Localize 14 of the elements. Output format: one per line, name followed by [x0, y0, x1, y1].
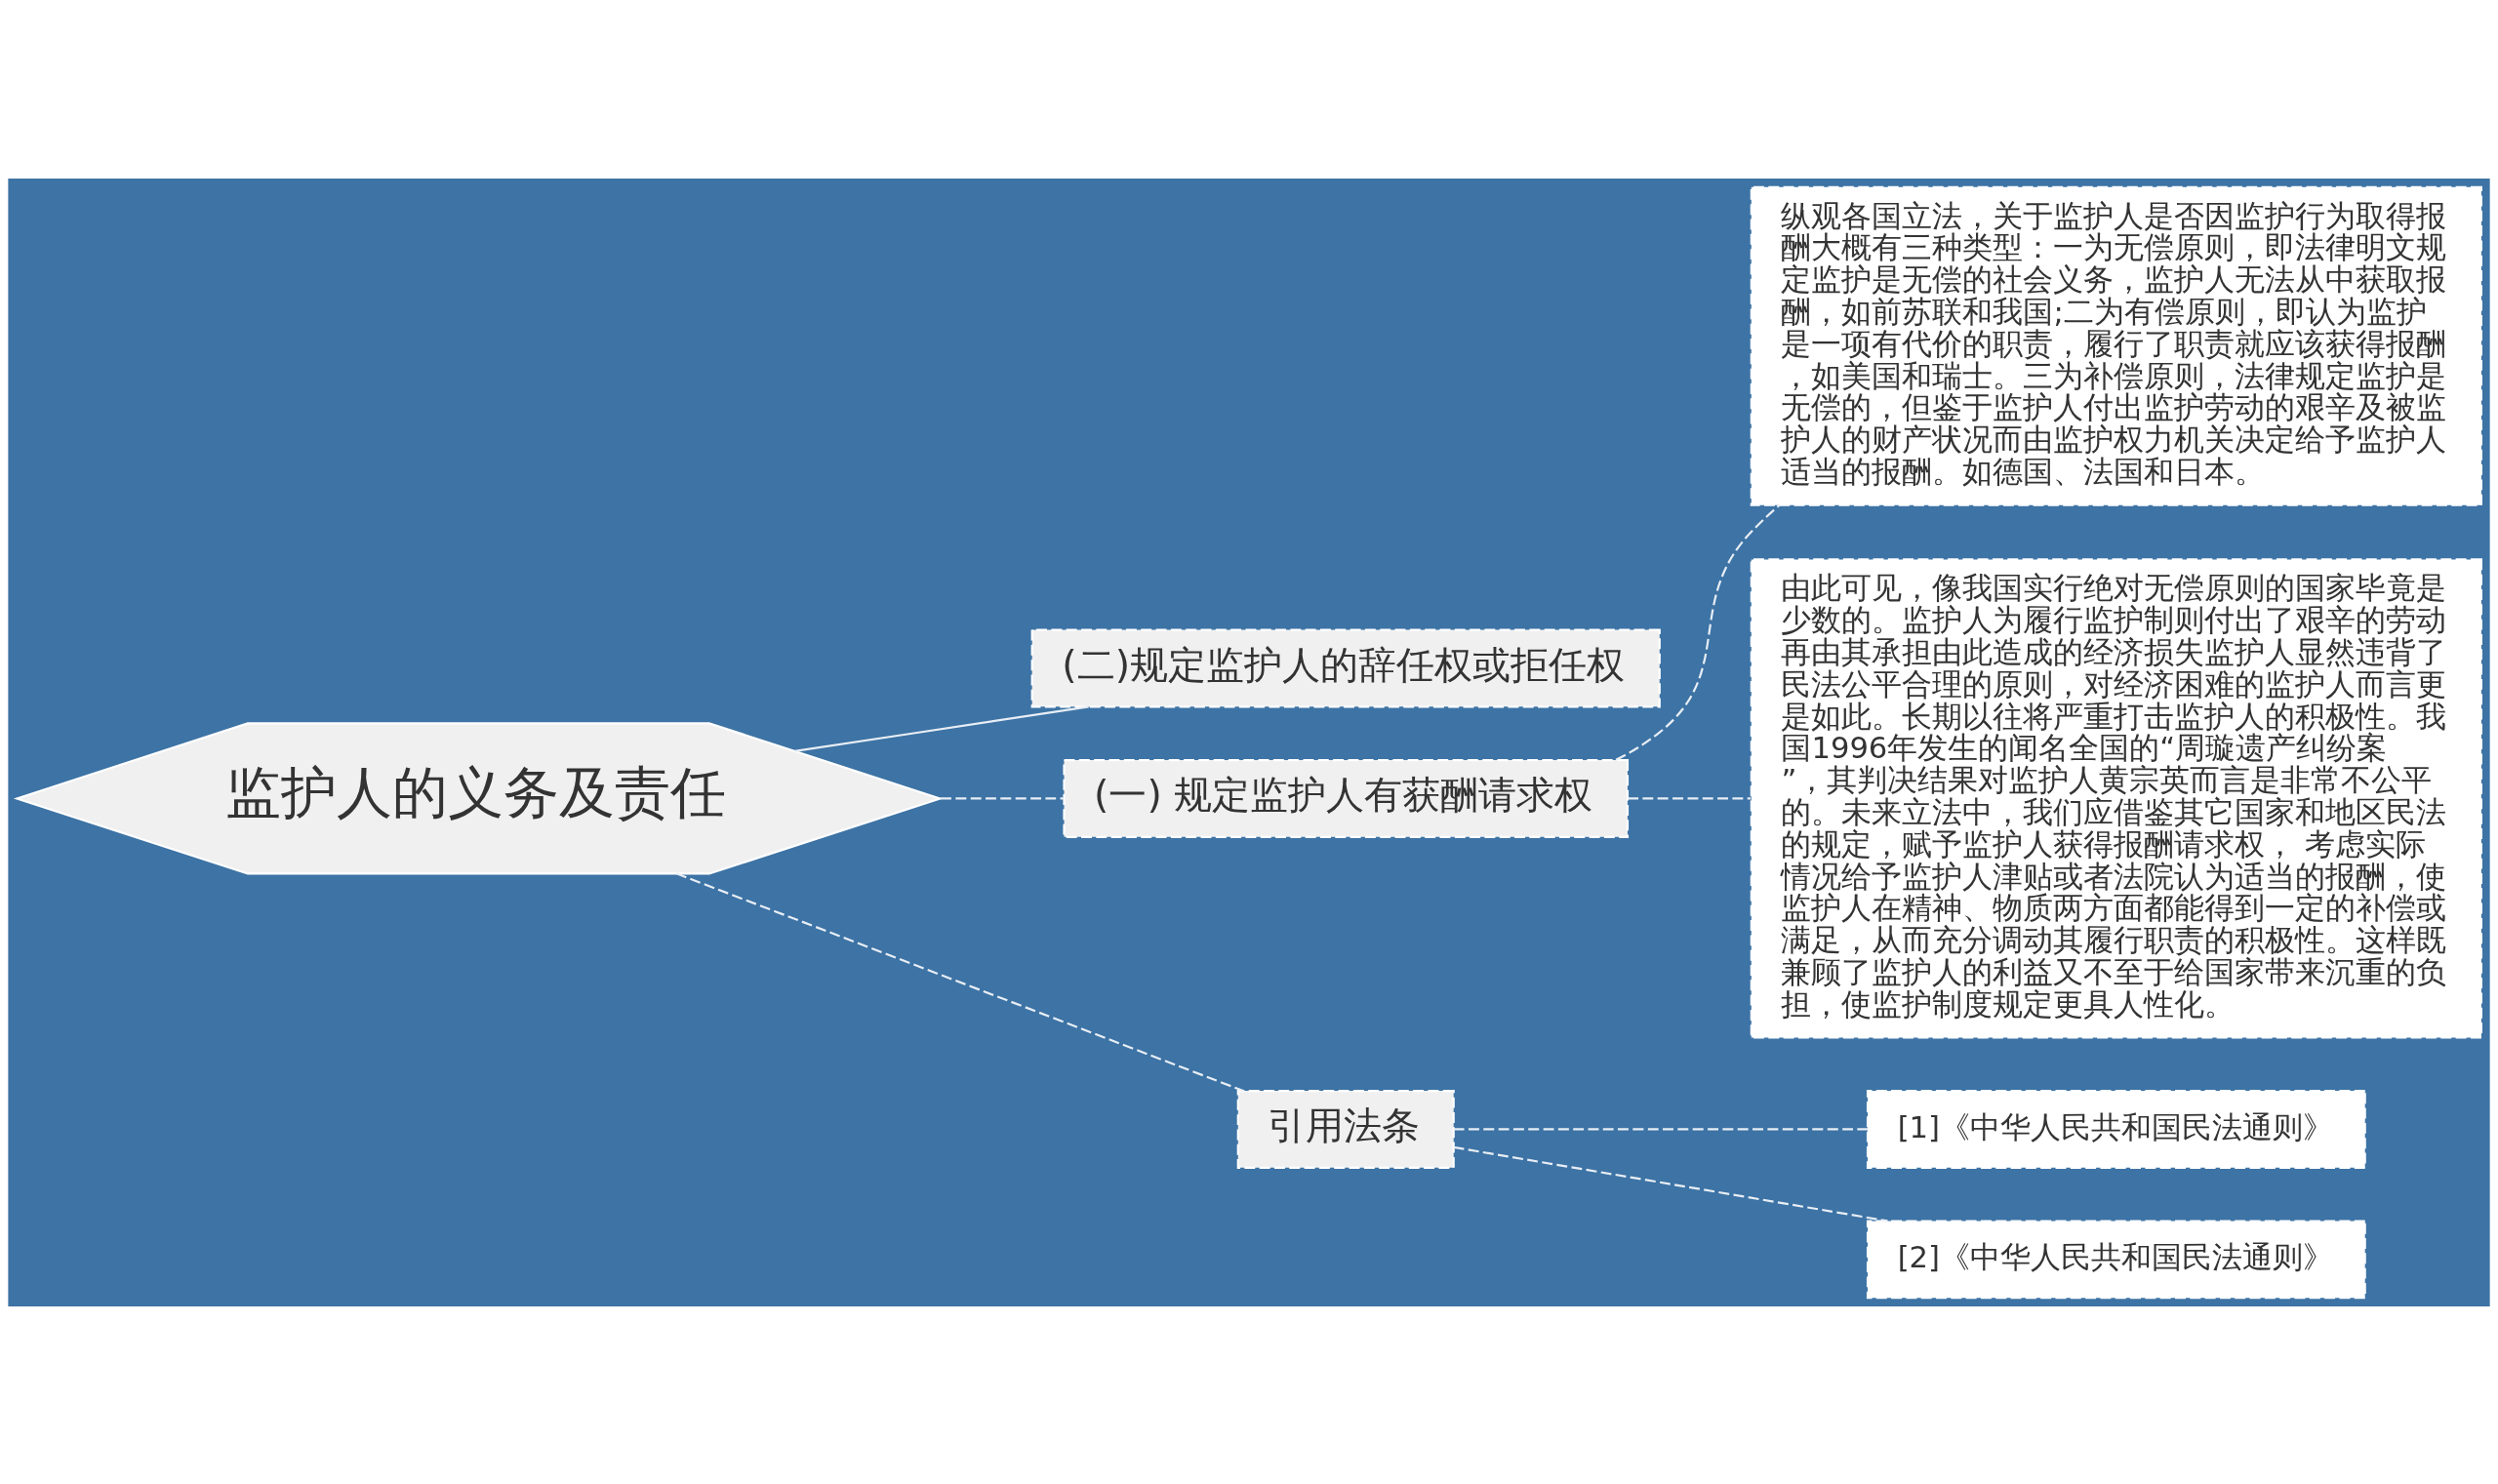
node-box: 由此可见，像我国实行绝对无偿原则的国家毕竟是少数的。监护人为履行监护制则付出了艰辛的劳动再由其承担由此造成的经济损失监护人显然违背了民法公平合理的原则，对经济困难的监护人而言更是如此。长期以往将严重打击监护人的积极性。我国1996年发生的闻名全国的“周璇遗产纠纷案”，其判决结果对监护人黄宗英而言是非常不公平的。未来立法中，我们应借鉴其它国家和地区民法的规定，赋予监护人获得报酬请求权， 考虑实际情况给予监护人津贴或者法院认为适当的报酬，使监护人在精神、物质两方面都能得到一定的补偿或满足，从而充分调动其履行职责的积极性。这样既兼顾了监护人的利益又不至于给国家带来沉重的负担，使监护制度规定更具人性化。 [1750, 557, 2482, 1038]
connector [1615, 503, 1781, 761]
node-box: (二)规定监护人的辞任权或拒任权 [1030, 628, 1661, 707]
connector [940, 796, 1065, 799]
connector [675, 871, 1244, 1092]
connector [794, 704, 1089, 752]
connector [1453, 1127, 1868, 1131]
node-box: 纵观各国立法，关于监护人是否因监护行为取得报酬大概有三种类型：一为无偿原则，即法律明文规定监护是无偿的社会义务，监护人无法从中获取报酬，如前苏联和我国;二为有偿原则，即认为监护是一项有代价的职责，履行了职责就应该获得报酬，如美国和瑞士。三为补偿原则，法律规定监护是无偿的，但鉴于监护人付出监护劳动的艰辛及被监护人的财产状况而由监护权力机关决定给予监护人适当的报酬。如德国、法国和日本。 [1750, 185, 2482, 506]
node-box: [1]《中华人民共和国民法通则》 [1866, 1089, 2366, 1169]
connector [1453, 1145, 1888, 1222]
node-box: [2]《中华人民共和国民法通则》 [1866, 1219, 2366, 1299]
connector [1628, 796, 1752, 799]
node-box: 引用法条 [1236, 1089, 1455, 1169]
node-box: (一) 规定监护人有获酬请求权 [1063, 758, 1630, 838]
